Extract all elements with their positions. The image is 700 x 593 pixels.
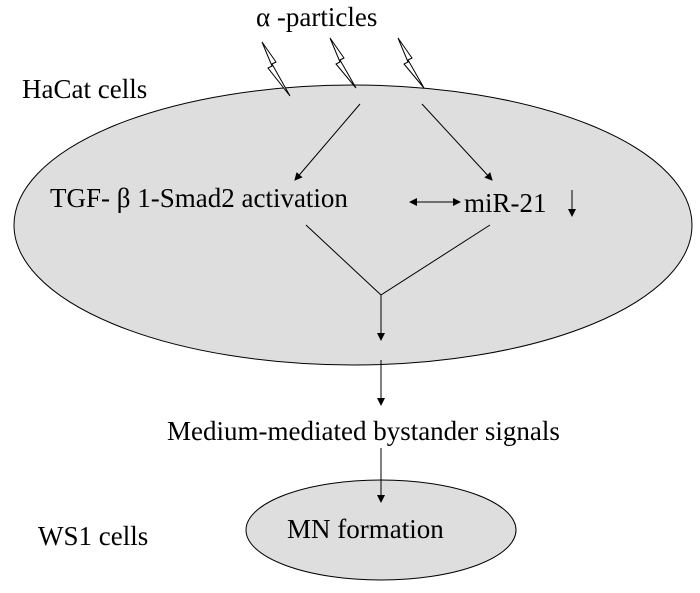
hacat-cells-label: HaCat cells bbox=[22, 74, 147, 104]
arrow-to-tgf bbox=[294, 103, 361, 181]
lightning-bolt-icon bbox=[329, 37, 357, 89]
tgf-node-label: TGF- β 1-Smad2 activation bbox=[50, 183, 348, 213]
signals-label: Medium-mediated bystander signals bbox=[167, 416, 560, 446]
ws1-cells-label: WS1 cells bbox=[38, 521, 148, 551]
mn-formation-label: MN formation bbox=[287, 514, 444, 544]
converge-line-right bbox=[380, 224, 491, 296]
lightning-bolt-icon bbox=[261, 41, 291, 97]
hacat-cell-ellipse bbox=[13, 84, 693, 366]
alpha-particles-label: α -particles bbox=[256, 2, 377, 32]
mir-node-label: miR-21 bbox=[464, 188, 547, 218]
lightning-bolt-icon bbox=[397, 37, 425, 89]
arrow-to-mir bbox=[421, 103, 493, 181]
converge-line-left bbox=[305, 224, 382, 296]
